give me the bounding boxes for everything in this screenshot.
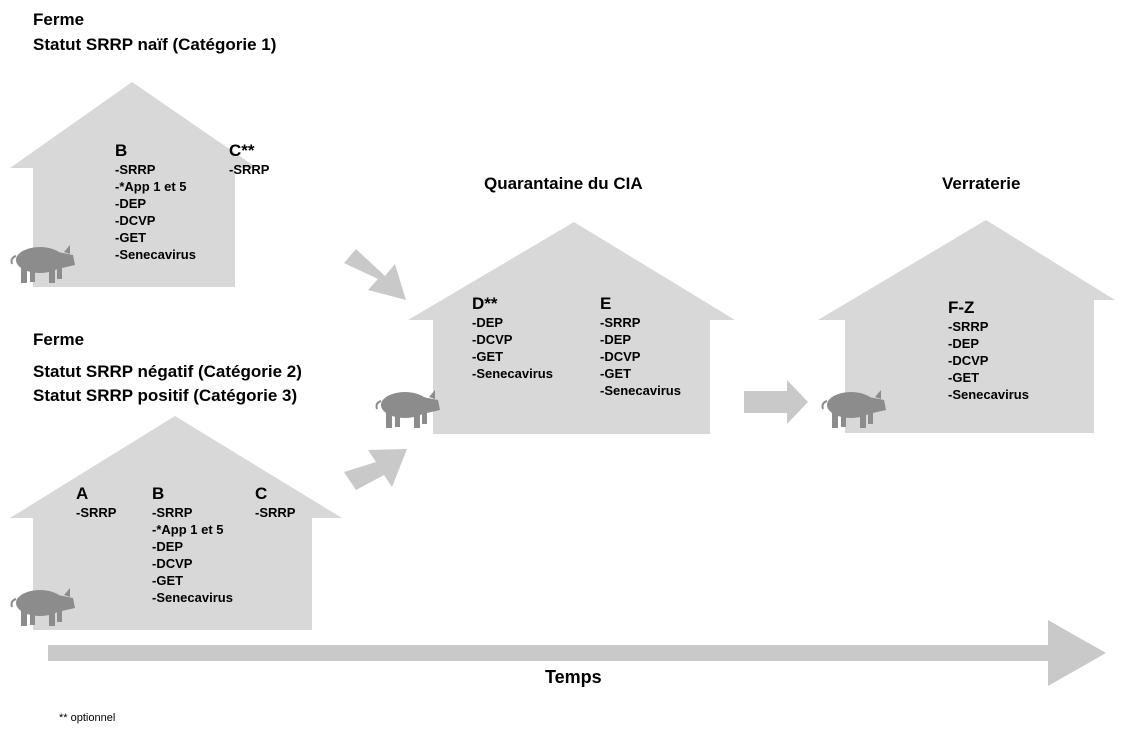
list-item: -Senecavirus — [948, 387, 1029, 402]
farm2-column-a: A -SRRP — [76, 484, 116, 521]
arrow-farm1-to-quarantine — [344, 249, 406, 300]
list-item: -GET — [948, 370, 980, 385]
list-item: -DEP — [115, 196, 147, 211]
list-item: -DCVP — [600, 349, 641, 364]
quarantine-column-d: D** -DEP -DCVP -GET -Senecavirus — [472, 294, 553, 382]
list-item: -SRRP — [948, 319, 989, 334]
column-header: C — [255, 484, 268, 503]
farm2-column-c: C -SRRP — [255, 484, 295, 521]
list-item: -DCVP — [472, 332, 513, 347]
list-item: -SRRP — [115, 162, 156, 177]
column-header: A — [76, 484, 89, 503]
arrow-farm2-to-quarantine — [344, 449, 407, 490]
house-verraterie — [818, 220, 1115, 433]
farm2-status-positif: Statut SRRP positif (Catégorie 3) — [33, 386, 298, 405]
list-item: -DEP — [472, 315, 504, 330]
verraterie-title: Verraterie — [942, 174, 1021, 193]
list-item: -Senecavirus — [600, 383, 681, 398]
column-header: C** — [229, 141, 255, 160]
house-quarantine — [408, 222, 735, 434]
list-item: -Senecavirus — [152, 590, 233, 605]
list-item: -SRRP — [152, 505, 193, 520]
farm2-title: Ferme — [33, 330, 85, 349]
arrow-quarantine-to-verraterie — [744, 380, 808, 424]
list-item: -DCVP — [152, 556, 193, 571]
list-item: -SRRP — [600, 315, 641, 330]
list-item: -SRRP — [229, 162, 270, 177]
farm1-column-b: B -SRRP -*App 1 et 5 -DEP -DCVP -GET -Se… — [115, 141, 196, 263]
list-item: -GET — [115, 230, 147, 245]
column-header: B — [115, 141, 128, 160]
list-item: -DEP — [948, 336, 980, 351]
timeline-label: Temps — [545, 667, 602, 687]
pig-icon — [375, 389, 441, 429]
list-item: -SRRP — [255, 505, 296, 520]
quarantine-column-e: E -SRRP -DEP -DCVP -GET -Senecavirus — [600, 294, 681, 399]
footnote: ** optionnel — [59, 712, 116, 724]
list-item: -DEP — [600, 332, 632, 347]
list-item: -Senecavirus — [472, 366, 553, 381]
house-farm2 — [10, 416, 342, 630]
verraterie-column-fz: F-Z -SRRP -DEP -DCVP -GET -Senecavirus — [948, 298, 1029, 403]
farm2-status-negatif: Statut SRRP négatif (Catégorie 2) — [33, 362, 302, 381]
column-header: D** — [472, 294, 498, 313]
column-header: E — [600, 294, 612, 313]
list-item: -GET — [472, 349, 504, 364]
timeline-arrow — [48, 620, 1106, 686]
column-header: F-Z — [948, 298, 975, 317]
list-item: -*App 1 et 5 — [115, 179, 187, 194]
column-header: B — [152, 484, 165, 503]
farm1-status: Statut SRRP naïf (Catégorie 1) — [33, 35, 277, 54]
list-item: -GET — [600, 366, 632, 381]
list-item: -GET — [152, 573, 184, 588]
house-farm1 — [10, 82, 257, 287]
list-item: -*App 1 et 5 — [152, 522, 224, 537]
farm1-title: Ferme — [33, 10, 85, 29]
list-item: -DCVP — [115, 213, 156, 228]
list-item: -Senecavirus — [115, 247, 196, 262]
list-item: -SRRP — [76, 505, 117, 520]
farm1-column-c: C** -SRRP — [229, 141, 269, 178]
list-item: -DCVP — [948, 353, 989, 368]
list-item: -DEP — [152, 539, 184, 554]
quarantine-title: Quarantaine du CIA — [484, 174, 643, 193]
farm2-column-b: B -SRRP -*App 1 et 5 -DEP -DCVP -GET -Se… — [152, 484, 233, 606]
